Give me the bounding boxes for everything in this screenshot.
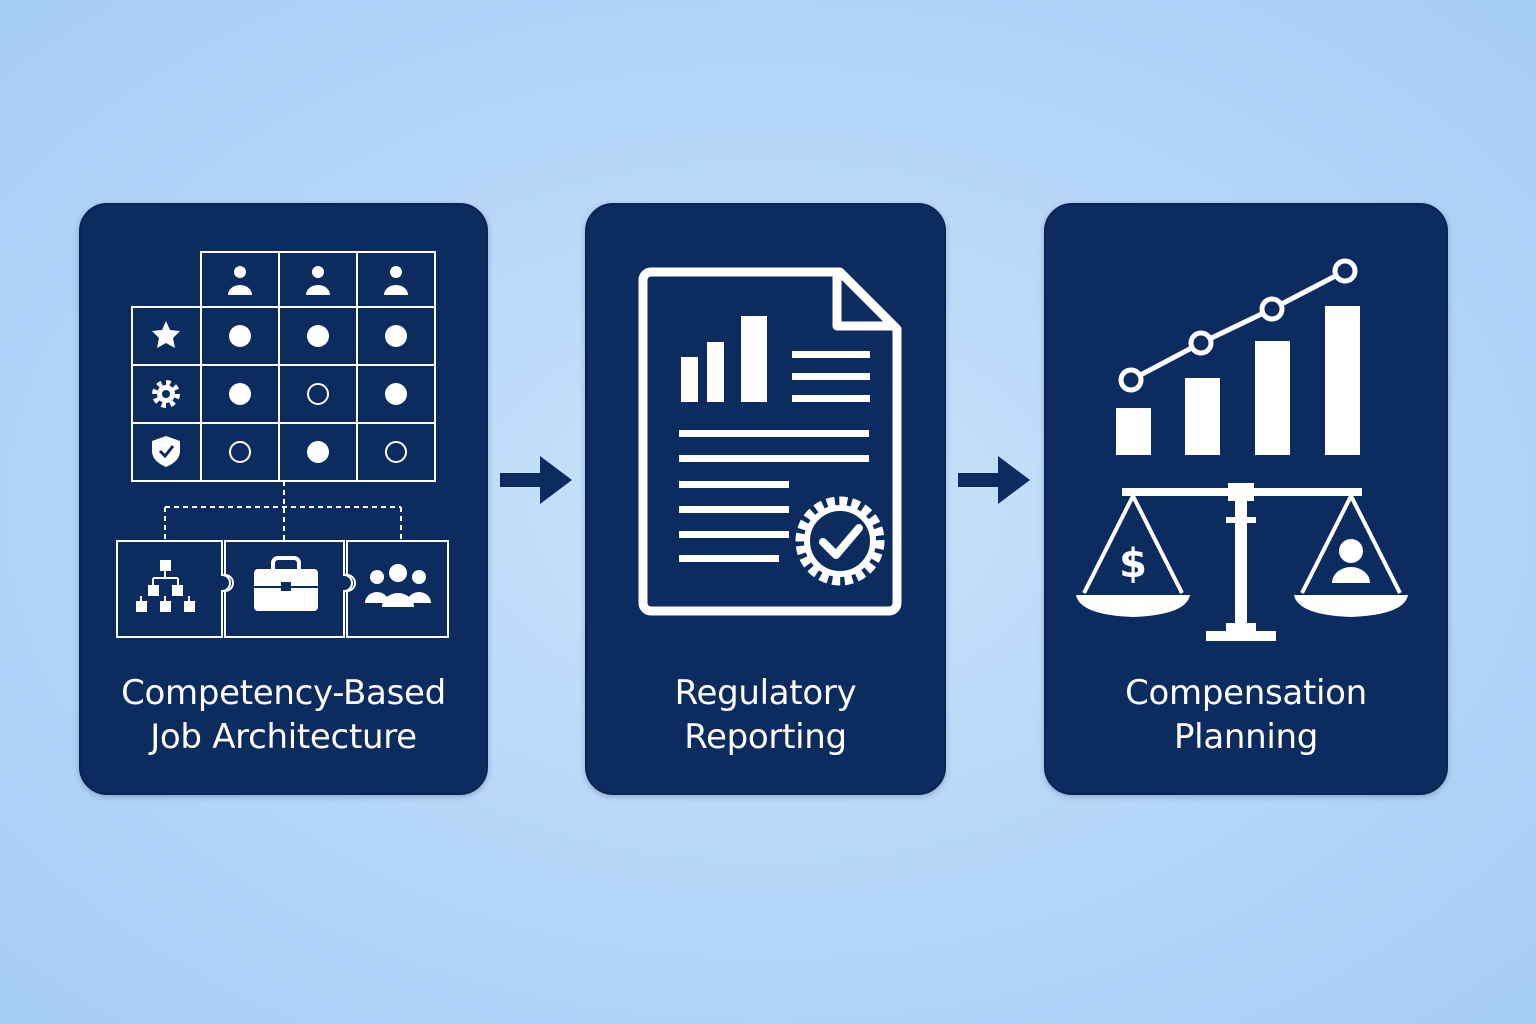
scale-pan-right <box>1294 595 1408 617</box>
trend-line-icon <box>1118 258 1358 393</box>
matrix-dot-filled <box>385 325 407 347</box>
certification-seal-icon <box>792 493 888 589</box>
star-icon <box>152 321 180 348</box>
group-people-icon <box>365 564 431 607</box>
matrix-dot-empty <box>385 441 407 463</box>
step-label-line-2: Reporting <box>684 717 847 757</box>
org-chart-icon <box>136 560 195 612</box>
scale-pan-left <box>1076 595 1190 617</box>
shield-check-icon <box>152 436 180 467</box>
matrix-dot-filled <box>229 325 251 347</box>
step-label: Competency-Based Job Architecture <box>81 671 486 759</box>
balance-scale-icon <box>1122 483 1362 641</box>
card-regulatory-reporting: Regulatory Reporting <box>585 203 946 795</box>
dollar-sign-icon: $ <box>1119 541 1147 587</box>
person-icon <box>1332 539 1370 583</box>
card-compensation-planning: $ Compensation Planning <box>1044 203 1448 795</box>
text-lines <box>679 351 870 562</box>
matrix-dot-filled <box>229 383 251 405</box>
step-label: Compensation Planning <box>1046 671 1446 759</box>
arrow-right-icon <box>500 456 572 504</box>
step-label-line-2: Job Architecture <box>150 717 417 757</box>
matrix-dot-filled <box>307 441 329 463</box>
step-label-line-1: Regulatory <box>674 673 857 713</box>
briefcase-icon <box>254 556 318 611</box>
step-label-line-1: Competency-Based <box>121 673 446 713</box>
growth-bar-chart <box>1116 306 1360 455</box>
step-label: Regulatory Reporting <box>587 671 944 759</box>
card-competency-job-architecture: Competency-Based Job Architecture <box>79 203 488 795</box>
gear-icon <box>152 380 180 408</box>
certified-report-document-icon <box>638 267 902 616</box>
puzzle-pieces <box>116 540 449 638</box>
step-label-line-2: Planning <box>1173 717 1319 757</box>
competency-matrix-icon <box>116 251 449 638</box>
matrix-dot-empty <box>229 441 251 463</box>
step-label-line-1: Compensation <box>1125 673 1367 713</box>
matrix-dot-empty <box>307 383 329 405</box>
report-bar-chart <box>681 316 767 402</box>
person-icon <box>228 266 408 295</box>
matrix-dot-filled <box>385 383 407 405</box>
arrow-right-icon <box>958 456 1030 504</box>
matrix-dot-filled <box>307 325 329 347</box>
pay-equity-scale-chart-icon: $ <box>1076 258 1408 641</box>
